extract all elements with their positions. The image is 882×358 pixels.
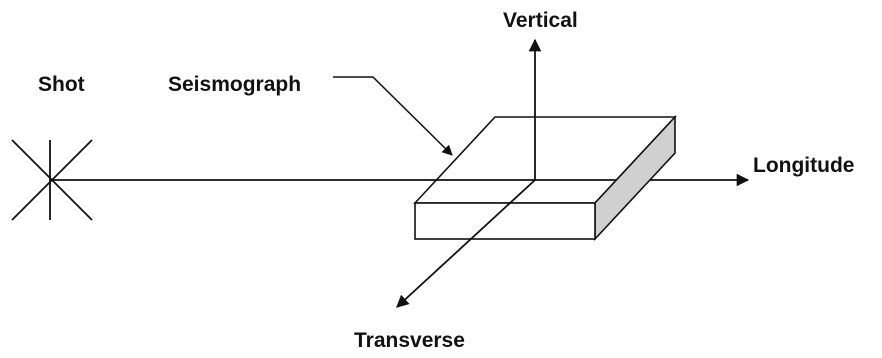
seismograph-box-front bbox=[414, 202, 596, 240]
seismograph-leader-line bbox=[333, 76, 453, 156]
vertical-label: Vertical bbox=[503, 9, 578, 32]
transverse-axis bbox=[396, 179, 536, 308]
longitude-label: Longitude bbox=[753, 154, 855, 177]
seismograph-label: Seismograph bbox=[168, 73, 302, 96]
transverse-label: Transverse bbox=[354, 329, 465, 352]
shot-label: Shot bbox=[38, 73, 85, 96]
